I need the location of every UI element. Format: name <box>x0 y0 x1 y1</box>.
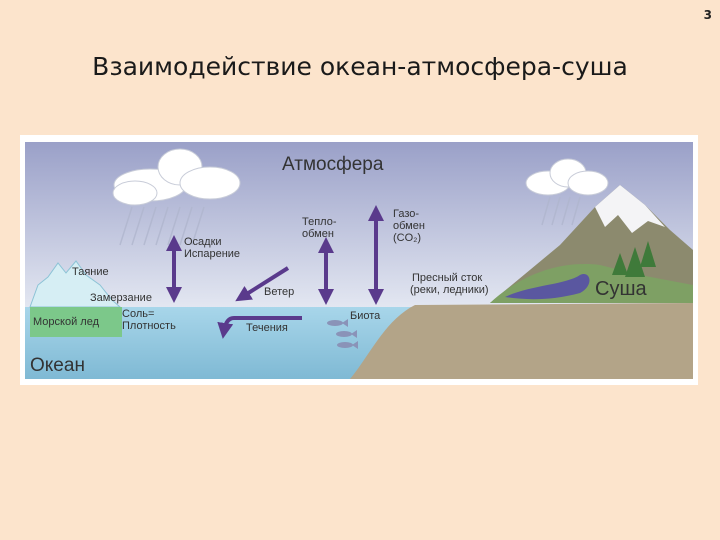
snow-cap <box>595 185 665 233</box>
sea-ice-label: Морской лед <box>33 316 100 328</box>
currents-label: Течения <box>246 322 288 334</box>
ocean-label: Океан <box>30 355 85 376</box>
iceberg <box>29 260 122 308</box>
page-number: 3 <box>703 8 712 22</box>
river <box>505 274 590 300</box>
rain-right <box>541 196 581 226</box>
precipitation-label-2: Испарение <box>184 248 240 260</box>
cloud-left <box>112 148 241 206</box>
ocean-atmosphere-land-diagram: Атмосфера Осадки Испарение Тепло- обмен … <box>20 135 698 385</box>
melting-label: Таяние <box>72 266 109 278</box>
rain-left <box>119 206 205 246</box>
precipitation-label-1: Осадки <box>184 236 222 248</box>
atmosphere-label: Атмосфера <box>282 154 384 175</box>
land-label: Суша <box>595 278 647 300</box>
cloud-right <box>525 158 609 196</box>
wind-arrow <box>235 266 290 302</box>
runoff-label-2: (реки, ледники) <box>410 284 489 296</box>
salt-label-1: Соль= <box>122 308 154 320</box>
gas-exchange-label-2: обмен <box>393 220 425 232</box>
biota-label: Биота <box>350 310 381 322</box>
wind-label: Ветер <box>264 286 294 298</box>
sea-ice-block <box>30 307 122 337</box>
freezing-label: Замерзание <box>90 292 152 304</box>
currents-arrow <box>217 316 302 339</box>
gas-exchange-label-3: (CO₂) <box>393 232 421 244</box>
slide-title: Взаимодействие океан-атмосфера-суша <box>92 52 628 81</box>
gas-exchange-label-1: Газо- <box>393 208 419 220</box>
heat-exchange-label-1: Тепло- <box>302 216 337 228</box>
heat-exchange-label-2: обмен <box>302 228 334 240</box>
runoff-label-1: Пресный сток <box>412 272 482 284</box>
salt-label-2: Плотность <box>122 320 176 332</box>
trees <box>612 241 656 277</box>
land <box>350 303 693 379</box>
fish <box>327 319 358 349</box>
